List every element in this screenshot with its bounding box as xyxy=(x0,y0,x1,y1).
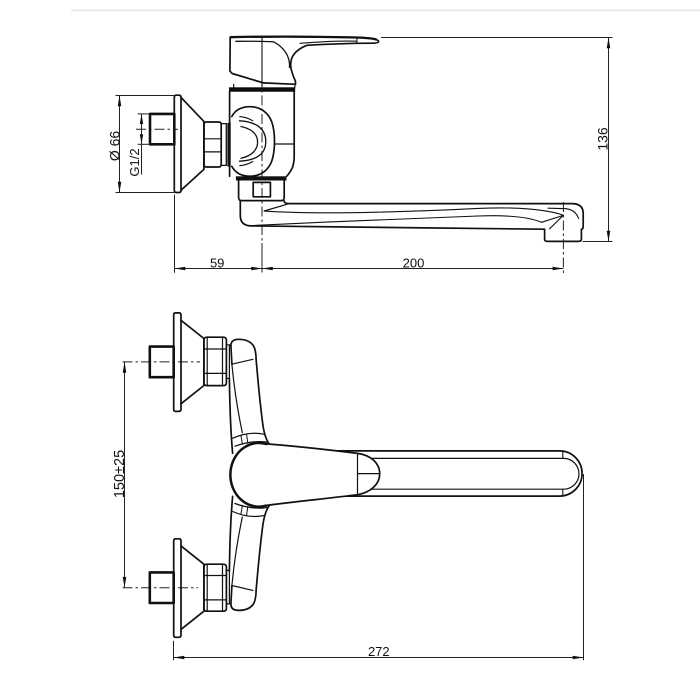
svg-text:150±25: 150±25 xyxy=(112,450,128,498)
svg-text:136: 136 xyxy=(594,127,610,151)
svg-text:G1/2: G1/2 xyxy=(127,148,142,176)
svg-text:59: 59 xyxy=(210,255,224,270)
svg-text:Ø 66: Ø 66 xyxy=(106,131,122,162)
svg-text:272: 272 xyxy=(368,644,390,659)
svg-text:200: 200 xyxy=(403,255,425,270)
